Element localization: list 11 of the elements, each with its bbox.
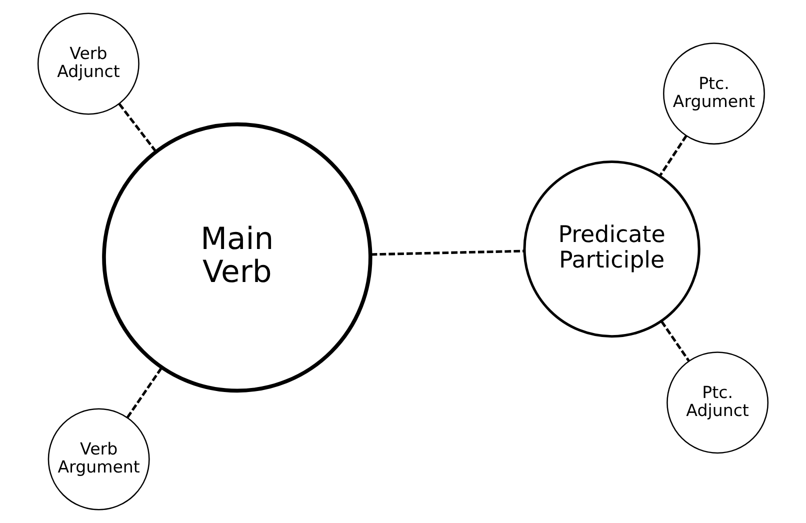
connector [658,134,688,176]
node-circle: Predicate Participle [523,160,700,338]
connector [370,250,524,256]
connector [126,366,163,418]
node-circle: Verb Argument [48,408,150,510]
node-circle: Ptc. Adjunct [666,352,769,454]
node-circle: Verb Adjunct [37,12,140,115]
node-circle: Main Verb [102,122,372,393]
node-circle: Ptc. Argument [663,42,765,145]
connector [660,320,690,362]
connector [118,103,157,152]
